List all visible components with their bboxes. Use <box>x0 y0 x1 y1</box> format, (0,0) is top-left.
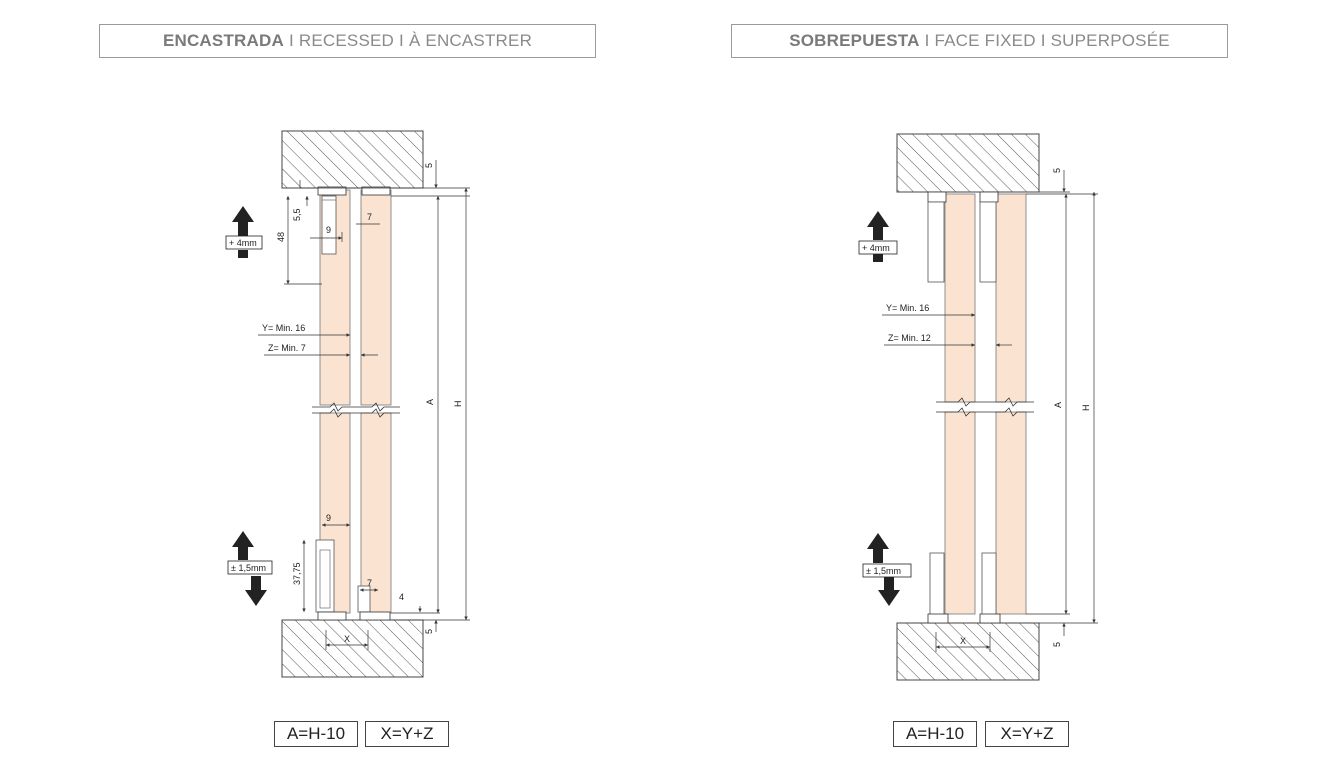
bottom-track <box>979 613 1001 624</box>
dim-z-min: Z= Min. 12 <box>888 333 931 343</box>
dim-5-5: 5,5 <box>292 208 302 221</box>
left-diagram: + 4mm ± 1,5mm 5 5,5 48 7 9 Y= Min. 16 Z=… <box>225 130 470 678</box>
top-hanger <box>979 201 997 283</box>
dim-5-top: 5 <box>424 163 434 168</box>
dim-adjust-bottom: ± 1,5mm <box>866 566 901 576</box>
bottom-track <box>927 613 949 624</box>
left-formula-x: X=Y+Z <box>365 721 449 747</box>
dim-5-bottom: 5 <box>424 629 434 634</box>
top-track <box>317 186 347 196</box>
break-line <box>936 397 1034 407</box>
title-separator: I <box>924 31 930 50</box>
dim-a: A <box>425 399 435 405</box>
dim-y-min: Y= Min. 16 <box>262 323 305 333</box>
adjust-up-arrow <box>232 206 254 258</box>
door-panel-back <box>995 193 1027 403</box>
right-diagram: + 4mm ± 1,5mm 5 Y= Min. 16 Z= Min. 12 A … <box>858 133 1098 681</box>
top-track <box>927 191 947 203</box>
title-separator: I <box>1040 31 1046 50</box>
right-title-bold: SOBREPUESTA <box>789 31 920 50</box>
dim-a: A <box>1053 402 1063 408</box>
dim-4: 4 <box>399 592 404 602</box>
dim-adjust-bottom: ± 1,5mm <box>231 563 266 573</box>
adjust-updown-arrow <box>232 531 267 606</box>
dim-h: H <box>453 401 463 408</box>
door-panel-front <box>944 411 976 615</box>
dim-5-bottom: 5 <box>1052 642 1062 647</box>
left-title-en: RECESSED <box>298 31 394 50</box>
door-panel-back <box>995 411 1027 615</box>
bottom-guide <box>319 549 331 609</box>
bottom-guide <box>981 552 997 616</box>
top-hanger <box>321 195 337 255</box>
dim-adjust-top: + 4mm <box>862 243 890 253</box>
dim-5-top: 5 <box>1052 168 1062 173</box>
title-separator: I <box>399 31 404 50</box>
right-formula-a: A=H-10 <box>893 721 977 747</box>
dim-9-top: 9 <box>326 225 331 235</box>
dim-48: 48 <box>276 232 286 242</box>
adjust-up-arrow <box>867 211 889 262</box>
adjust-label-box <box>227 560 273 575</box>
top-hanger <box>927 201 945 283</box>
dim-x: X <box>344 634 350 644</box>
door-panel-back <box>360 412 392 614</box>
floor-block <box>896 622 1040 681</box>
dim-9-bottom: 9 <box>326 513 331 523</box>
dim-7-bottom: 7 <box>367 578 372 588</box>
left-formula-a: A=H-10 <box>274 721 358 747</box>
bottom-track <box>359 611 391 621</box>
left-title: ENCASTRADA I RECESSED I À ENCASTRER <box>99 24 596 58</box>
adjust-updown-arrow <box>867 533 900 606</box>
break-line <box>312 408 400 418</box>
top-track <box>361 186 391 196</box>
dim-z-min: Z= Min. 7 <box>268 343 306 353</box>
door-panel-front <box>944 193 976 403</box>
bottom-track <box>317 611 347 621</box>
left-title-bold: ENCASTRADA <box>162 31 284 50</box>
ceiling-block <box>281 130 424 189</box>
door-panel-back <box>360 189 392 406</box>
left-title-fr: À ENCASTRER <box>408 31 533 50</box>
right-formula-x: X=Y+Z <box>985 721 1069 747</box>
dim-37-75: 37,75 <box>292 562 302 585</box>
break-line <box>312 402 400 412</box>
dim-x: X <box>960 636 966 646</box>
right-title-en: FACE FIXED <box>934 31 1036 50</box>
right-title: SOBREPUESTA I FACE FIXED I SUPERPOSÉE <box>731 24 1228 58</box>
break-line <box>936 407 1034 417</box>
adjust-label-box <box>862 563 912 578</box>
bottom-guide <box>929 552 945 616</box>
dim-7-top: 7 <box>367 212 372 222</box>
adjust-label-box <box>858 240 898 255</box>
dim-adjust-top: + 4mm <box>229 238 257 248</box>
adjust-label-box <box>225 235 263 250</box>
top-track <box>979 191 999 203</box>
title-separator: I <box>288 31 294 50</box>
dim-y-min: Y= Min. 16 <box>886 303 929 313</box>
right-title-fr: SUPERPOSÉE <box>1050 31 1170 50</box>
ceiling-block <box>896 133 1040 193</box>
floor-block <box>281 619 424 678</box>
dim-h: H <box>1081 405 1091 412</box>
